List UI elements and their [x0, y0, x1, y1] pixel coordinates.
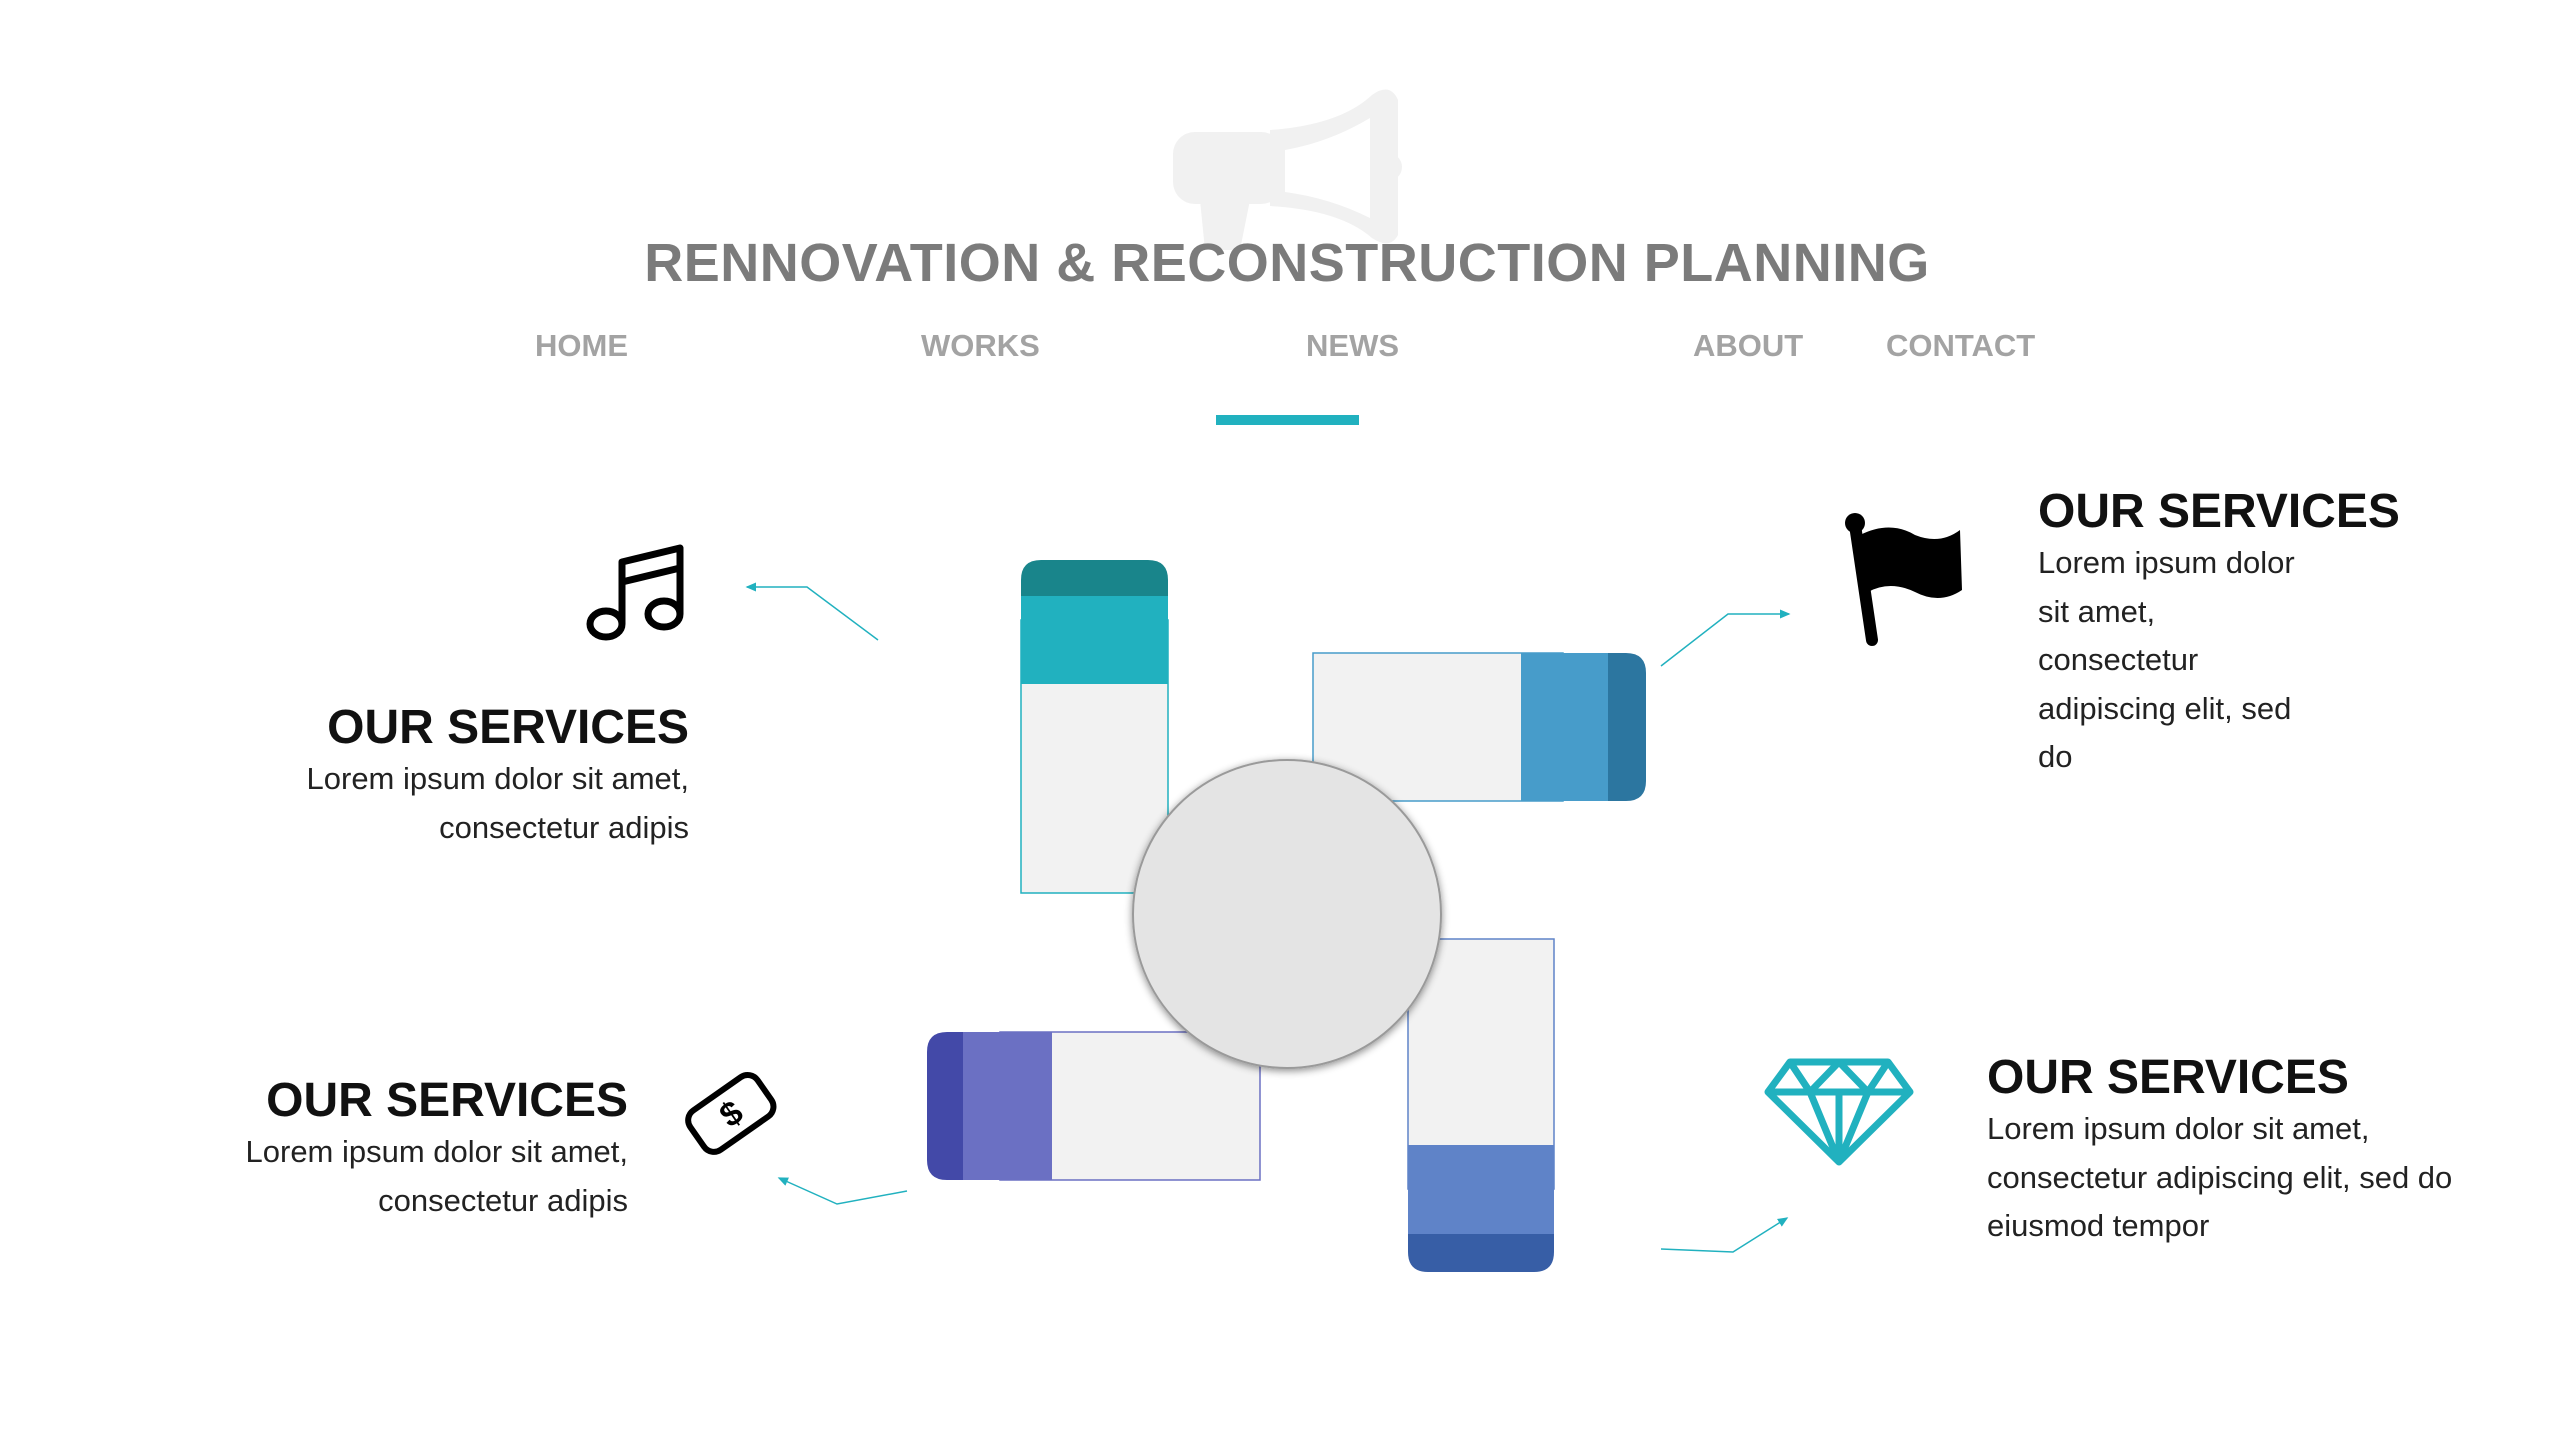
service-block-top-left: OUR SERVICES Lorem ipsum dolor sit amet,… [307, 700, 689, 852]
flag-icon [1845, 513, 1962, 646]
connector-top-left [745, 582, 879, 641]
nav-contact[interactable]: CONTACT [1886, 328, 2036, 363]
pinwheel-arm-top-right [1312, 652, 1646, 802]
nav-works[interactable]: WORKS [921, 328, 1040, 363]
service-body-line: sit amet, [2038, 593, 2156, 629]
service-body-line: Lorem ipsum dolor sit amet, [306, 761, 689, 796]
connector-bottom-right [1660, 1217, 1789, 1253]
service-body-line: eiusmod tempor [1987, 1208, 2210, 1243]
connector-top-right [1660, 609, 1791, 667]
service-body-line: do [2038, 739, 2073, 774]
service-heading: OUR SERVICES [1987, 1051, 2349, 1104]
pinwheel-arm-top-left [1020, 560, 1169, 894]
nav-home[interactable]: HOME [535, 328, 628, 363]
service-body-line: consectetur [2038, 642, 2199, 677]
pinwheel-arm-bottom-right [1407, 938, 1555, 1272]
service-body-line: Lorem ipsum dolor [2038, 545, 2295, 580]
service-block-bottom-right: OUR SERVICES Lorem ipsum dolor sit amet,… [1987, 1050, 2452, 1251]
active-nav-indicator [1216, 415, 1359, 425]
music-note-icon [586, 544, 684, 641]
money-bill-icon: $ [685, 1071, 777, 1155]
service-block-top-right: OUR SERVICES Lorem ipsum dolor sit amet,… [2038, 484, 2400, 782]
nav-news[interactable]: NEWS [1306, 328, 1399, 363]
svg-text:$: $ [713, 1093, 750, 1135]
page-title: RENNOVATION & RECONSTRUCTION PLANNING [644, 233, 1930, 293]
hub-circle [1132, 759, 1442, 1069]
service-heading: OUR SERVICES [327, 701, 689, 754]
service-body-line: Lorem ipsum dolor sit amet, [245, 1134, 628, 1169]
nav-about[interactable]: ABOUT [1693, 328, 1804, 363]
service-body-line: Lorem ipsum dolor sit amet, [1987, 1111, 2370, 1146]
service-body-line: consectetur adipiscing elit, sed do [1987, 1159, 2453, 1195]
service-block-bottom-left: OUR SERVICES Lorem ipsum dolor sit amet,… [246, 1073, 628, 1225]
service-heading: OUR SERVICES [266, 1074, 628, 1127]
diamond-icon [1764, 1058, 1914, 1166]
service-body-line: consectetur adipis [378, 1182, 628, 1218]
service-body-line: adipiscing elit, sed [2038, 690, 2292, 726]
service-heading: OUR SERVICES [2038, 485, 2400, 538]
megaphone-icon [1173, 89, 1402, 250]
service-body-line: consectetur adipis [439, 809, 689, 845]
connector-bottom-left [777, 1177, 908, 1205]
pinwheel-arm-bottom-left [927, 1031, 1261, 1181]
